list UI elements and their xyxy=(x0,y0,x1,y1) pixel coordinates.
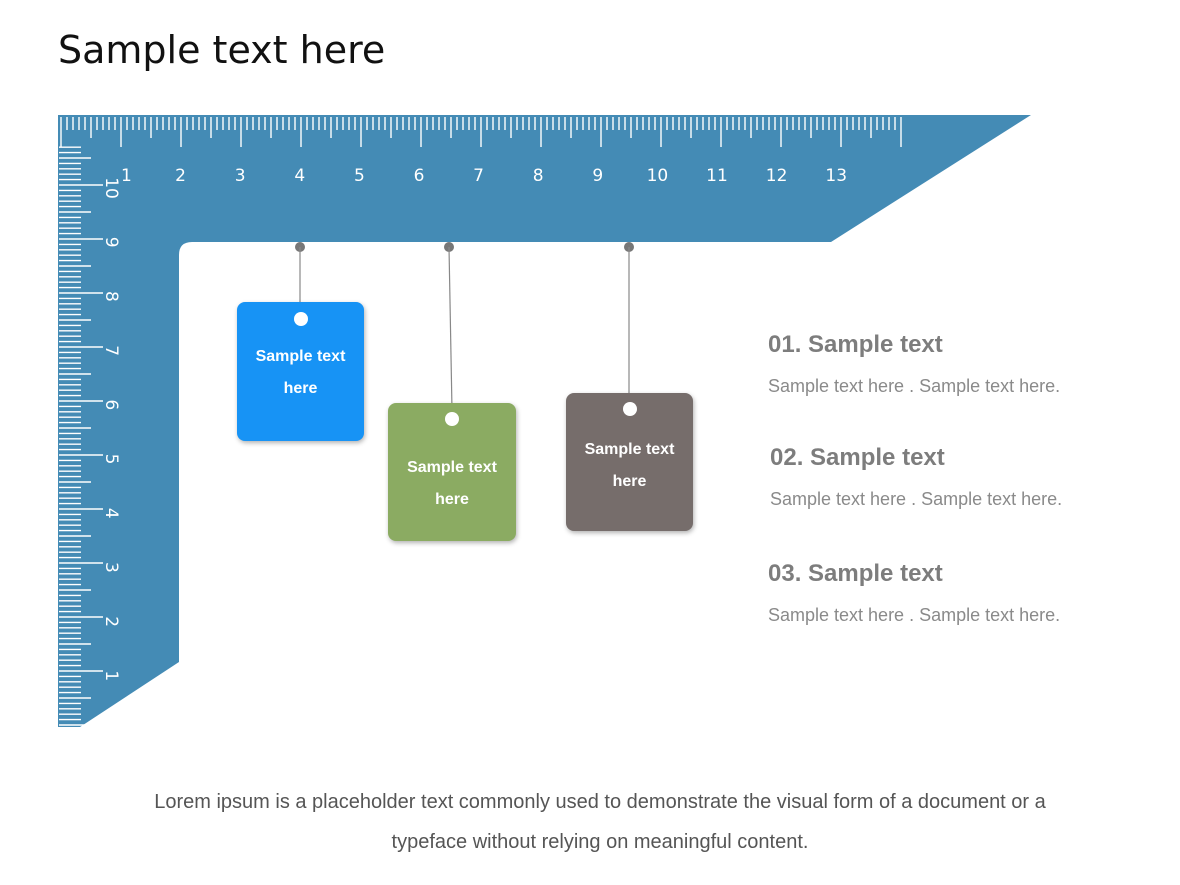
ruler-tick-label: 2 xyxy=(175,166,186,186)
ruler-tick-label: 7 xyxy=(101,345,121,356)
vertical-ticks xyxy=(59,146,103,726)
ruler-tick-label: 3 xyxy=(101,562,121,573)
ruler-tick-label: 4 xyxy=(294,166,305,186)
ruler-body xyxy=(58,115,1031,727)
tag-label: Sample text here xyxy=(255,348,346,397)
ruler-tick-label: 8 xyxy=(533,166,544,186)
page-title: Sample text here xyxy=(58,28,386,72)
ruler-tick-label: 11 xyxy=(706,166,728,186)
list-item: 03. Sample text Sample text here . Sampl… xyxy=(768,560,1148,626)
item-title: 01. Sample text xyxy=(768,331,943,358)
ruler-tick-label: 4 xyxy=(101,508,121,519)
tag-blue[interactable]: Sample text here xyxy=(237,302,364,441)
ruler-tick-label: 5 xyxy=(101,454,121,465)
ruler-tick-label: 9 xyxy=(592,166,603,186)
tag-hole-icon xyxy=(293,312,308,326)
ruler-tick-label: 12 xyxy=(766,166,788,186)
ruler-tick-label: 2 xyxy=(101,616,121,627)
ruler-tick-label: 1 xyxy=(101,670,121,681)
ruler-tick-label: 13 xyxy=(825,166,847,186)
item-description: Sample text here . Sample text here. xyxy=(768,605,1061,625)
tag-string xyxy=(448,246,453,411)
ruler-tick-label: 6 xyxy=(414,166,425,186)
tag-green[interactable]: Sample text here xyxy=(388,403,516,541)
item-description: Sample text here . Sample text here. xyxy=(770,489,1063,509)
horizontal-ticks xyxy=(60,117,902,147)
item-title: 03. Sample text xyxy=(768,560,943,587)
list-item: 02. Sample text Sample text here . Sampl… xyxy=(770,444,1150,510)
ruler-tick-label: 3 xyxy=(235,166,246,186)
footer-text: Lorem ipsum is a placeholder text common… xyxy=(154,791,1046,853)
tag-hole-icon xyxy=(622,402,637,416)
ruler-tick-label: 7 xyxy=(473,166,484,186)
ruler-tick-label: 10 xyxy=(101,177,121,199)
ruler-tick-label: 8 xyxy=(101,291,121,302)
vertical-tick-labels: 10 9 8 7 6 5 4 3 2 1 xyxy=(101,177,121,681)
ruler-tick-label: 1 xyxy=(121,166,132,186)
ruler-tick-label: 10 xyxy=(647,166,669,186)
tag-hole-icon xyxy=(445,412,459,426)
tag-label: Sample text here xyxy=(407,459,497,508)
item-description: Sample text here . Sample text here. xyxy=(768,376,1061,396)
tag-strings xyxy=(295,242,634,411)
ruler-tick-label: 6 xyxy=(101,399,121,410)
list-item: 01. Sample text Sample text here . Sampl… xyxy=(768,331,1148,397)
item-title: 02. Sample text xyxy=(770,444,945,471)
ruler-tick-label: 5 xyxy=(354,166,365,186)
ruler-tick-label: 9 xyxy=(101,237,121,248)
tag-label: Sample text here xyxy=(584,441,675,490)
tag-gray[interactable]: Sample text here xyxy=(566,393,693,531)
